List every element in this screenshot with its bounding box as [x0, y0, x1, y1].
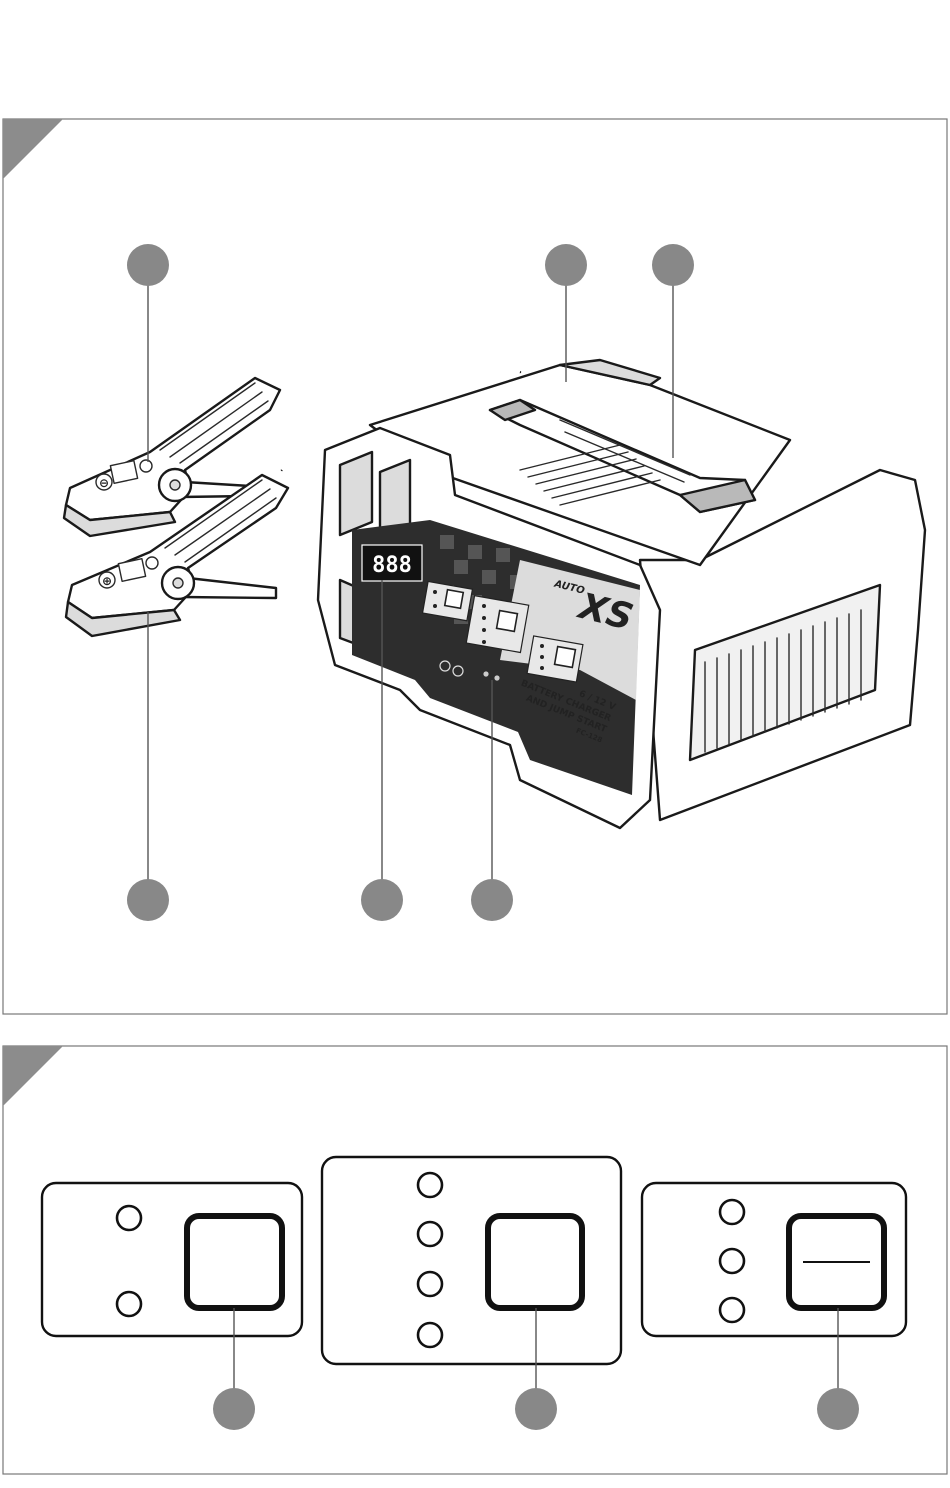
panel-status-led: [483, 671, 488, 676]
positive-clamp-symbol: ⊕: [102, 574, 112, 588]
mini-panel-1: [423, 581, 473, 620]
callout-marker: [361, 879, 403, 921]
figure-bottom: [3, 1046, 947, 1474]
indicator-led: [418, 1323, 442, 1347]
digital-display-readout: 888: [372, 553, 412, 578]
figure-top: ⊖ ⊕: [3, 119, 947, 1014]
callout-marker: [127, 879, 169, 921]
panel-a-button[interactable]: [187, 1216, 282, 1308]
indicator-led: [720, 1249, 744, 1273]
callout-marker: [515, 1388, 557, 1430]
indicator-led: [418, 1173, 442, 1197]
indicator-led: [720, 1200, 744, 1224]
callout-marker: [817, 1388, 859, 1430]
indicator-led: [418, 1272, 442, 1296]
mini-panel-3: [527, 636, 583, 682]
callout-marker: [213, 1388, 255, 1430]
callout-marker: [545, 244, 587, 286]
callout-marker: [127, 244, 169, 286]
indicator-led: [117, 1206, 141, 1230]
indicator-led: [418, 1222, 442, 1246]
panel-status-led: [494, 675, 499, 680]
indicator-led: [720, 1298, 744, 1322]
panel-b-button[interactable]: [488, 1216, 582, 1308]
callout-marker: [471, 879, 513, 921]
indicator-led: [117, 1292, 141, 1316]
mini-panel-2: [466, 596, 528, 653]
negative-clamp-symbol: ⊖: [99, 476, 109, 490]
callout-marker: [652, 244, 694, 286]
